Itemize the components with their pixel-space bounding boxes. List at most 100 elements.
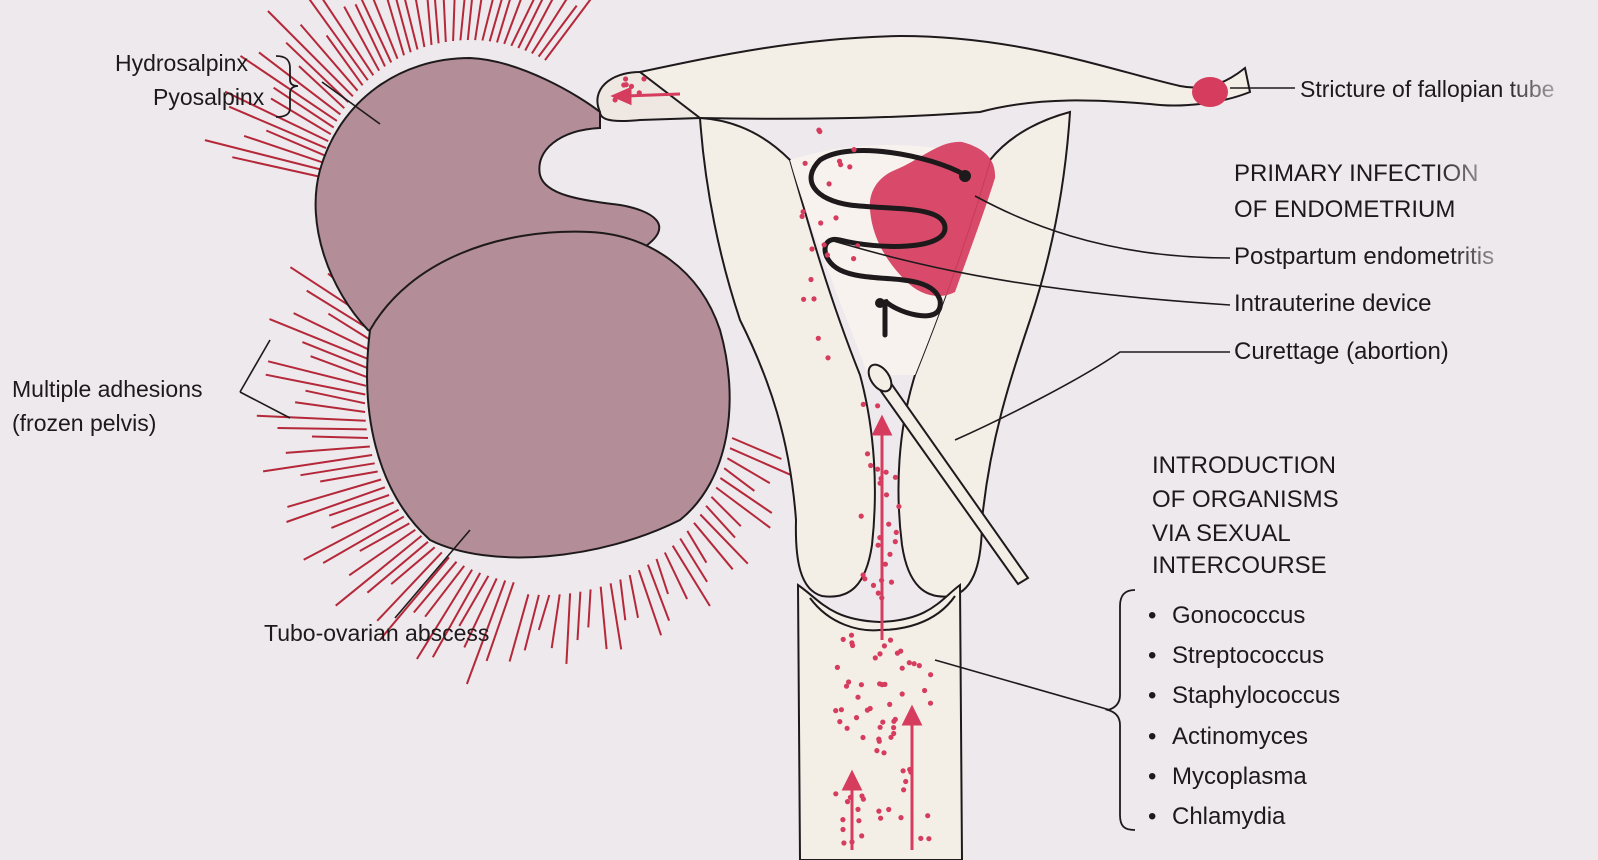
organism-item: •Actinomyces <box>1148 717 1340 757</box>
label-tubo-ovarian: Tubo-ovarian abscess <box>264 620 489 646</box>
adhesion-strand <box>525 0 581 51</box>
organism-dot <box>809 246 814 251</box>
adhesion-strand <box>205 140 322 170</box>
organism-dot <box>833 215 838 220</box>
organism-dot <box>855 807 860 812</box>
adhesion-strand <box>706 506 735 538</box>
label-intro-4: INTERCOURSE <box>1152 552 1327 580</box>
organism-dot <box>903 779 908 784</box>
adhesion-strand <box>711 497 740 526</box>
organism-item: •Chlamydia <box>1148 797 1340 837</box>
organism-dot <box>874 748 879 753</box>
organism-dot <box>873 655 878 660</box>
organism-dot <box>845 726 850 731</box>
adhesion-strand <box>630 575 638 618</box>
adhesion-strand <box>263 455 372 471</box>
organism-dot <box>808 277 813 282</box>
organism-dot <box>875 403 880 408</box>
organism-dot <box>816 336 821 341</box>
organism-dot <box>925 813 930 818</box>
organism-dot <box>878 816 883 821</box>
organism-dot <box>840 817 845 822</box>
label-postpartum: Postpartum endometritis <box>1234 243 1509 271</box>
organism-dot <box>896 504 901 509</box>
organism-dot <box>880 682 885 687</box>
label-primary-infection-2: OF ENDOMETRIUM <box>1234 196 1455 224</box>
label-iud: Intrauterine device <box>1234 290 1431 318</box>
organism-dot <box>883 562 888 567</box>
adhesion-strand <box>386 0 404 55</box>
organism-dot <box>907 660 912 665</box>
adhesion-strand <box>426 0 431 45</box>
organism-dot <box>887 702 892 707</box>
adhesion-strand <box>343 0 391 62</box>
label-primary-infection-1: PRIMARY INFECTION <box>1234 160 1494 188</box>
adhesion-strand <box>648 565 669 621</box>
adhesion-strand <box>431 0 439 43</box>
organism-dot <box>825 355 830 360</box>
organism-dot <box>886 807 891 812</box>
organism-dot <box>865 451 870 456</box>
organism-dot <box>811 296 816 301</box>
organism-dot <box>623 76 628 81</box>
adhesion-strand <box>639 570 661 635</box>
organism-dot <box>876 809 881 814</box>
organism-dot <box>851 256 856 261</box>
organism-dot <box>800 214 805 219</box>
adhesion-strand <box>730 448 795 477</box>
organism-dot <box>880 720 885 725</box>
organism-dot <box>884 492 889 497</box>
adhesion-strand <box>611 583 622 649</box>
organism-dot <box>862 576 867 581</box>
tube-stricture <box>1192 77 1228 107</box>
organism-dot <box>818 220 823 225</box>
label-intro-3: VIA SEXUAL <box>1152 520 1291 548</box>
adhesion-strand <box>588 589 590 627</box>
organism-dot <box>621 82 626 87</box>
organism-dot <box>845 799 850 804</box>
organism-dot <box>901 768 906 773</box>
organism-dot <box>859 682 864 687</box>
organism-dot <box>865 708 870 713</box>
adhesion-strand <box>680 539 707 582</box>
organism-dot <box>860 735 865 740</box>
adhesion-strand <box>286 447 370 453</box>
organism-dot <box>838 162 843 167</box>
organism-dot <box>803 161 808 166</box>
organism-dot <box>846 679 851 684</box>
adhesion-strand <box>367 542 428 593</box>
adhesion-strand <box>257 416 366 421</box>
organism-dot <box>900 691 905 696</box>
adhesion-strand <box>274 88 334 128</box>
adhesion-strand <box>578 592 581 640</box>
adhesion-strand <box>545 0 609 60</box>
organism-dot <box>801 297 806 302</box>
fallopian-tube <box>640 36 1250 119</box>
organism-dot <box>886 522 891 527</box>
organism-dot <box>837 719 842 724</box>
organism-dot <box>822 242 827 247</box>
adhesion-strand <box>566 593 570 664</box>
organism-dot <box>876 543 881 548</box>
organism-dot <box>878 725 883 730</box>
label-stricture: Stricture of fallopian tube <box>1300 76 1562 102</box>
organism-item: •Streptococcus <box>1148 636 1340 676</box>
organism-dot <box>825 252 830 257</box>
organism-dot <box>922 688 927 693</box>
organism-dot <box>877 651 882 656</box>
adhesion-strand <box>657 559 669 594</box>
organism-dot <box>641 76 646 81</box>
adhesion-strand <box>539 595 550 630</box>
organism-dot <box>855 695 860 700</box>
organism-item: •Staphylococcus <box>1148 676 1340 716</box>
organism-dot <box>928 701 933 706</box>
adhesion-strand <box>268 361 366 386</box>
organism-dot <box>918 836 923 841</box>
organism-dot <box>898 815 903 820</box>
adhesion-strand <box>440 0 446 42</box>
organism-dot <box>876 591 881 596</box>
organism-dot <box>912 661 917 666</box>
organism-dot <box>827 181 832 186</box>
organism-dot <box>895 651 900 656</box>
